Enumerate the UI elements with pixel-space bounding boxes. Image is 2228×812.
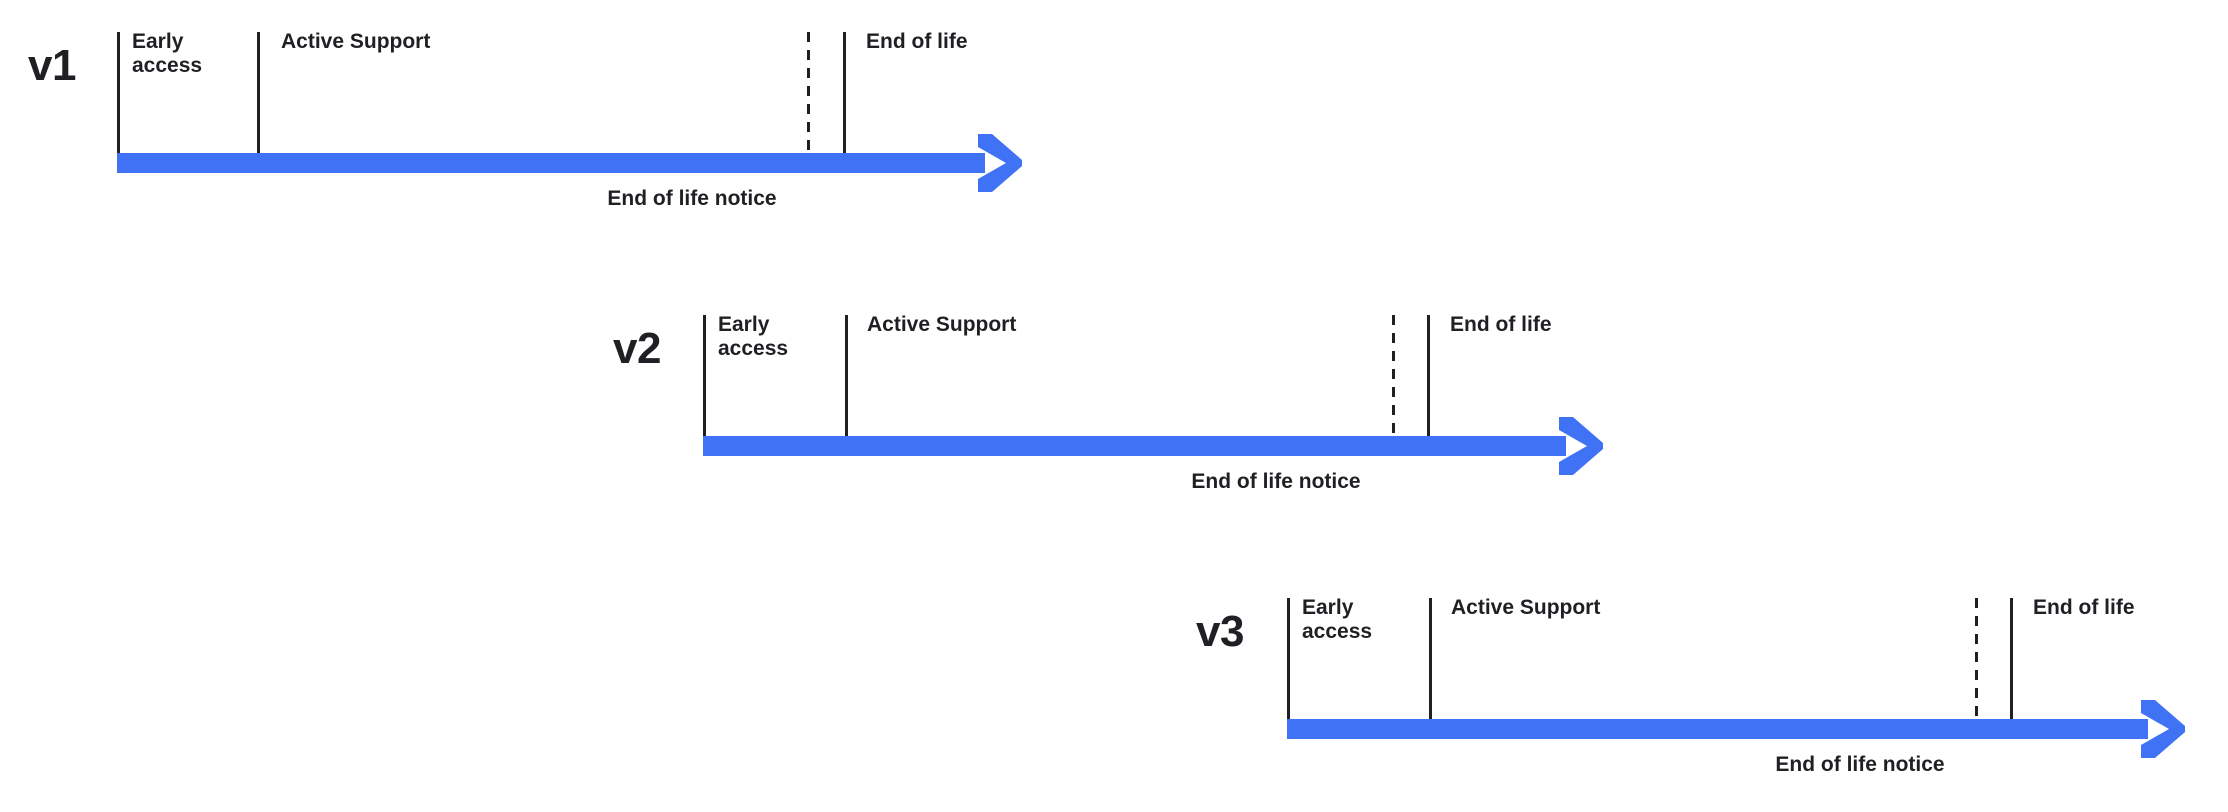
phase-divider-end-of-life bbox=[843, 32, 846, 153]
bar-caption-end-of-life-notice: End of life notice bbox=[607, 187, 777, 210]
phase-label-early-access: Early access bbox=[718, 313, 789, 360]
phase-label-end-of-life: End of life bbox=[866, 30, 968, 53]
phase-label-early-access: Early access bbox=[132, 30, 203, 77]
phase-divider-start bbox=[1287, 598, 1290, 719]
lifetime-bar bbox=[117, 153, 985, 173]
phase-divider-end-of-life bbox=[2010, 598, 2013, 719]
phase-divider-start bbox=[703, 315, 706, 436]
lifetime-bar bbox=[703, 436, 1566, 456]
end-of-life-notice-divider bbox=[1975, 598, 1978, 719]
phase-label-early-access: Early access bbox=[1302, 596, 1373, 643]
phase-divider-active-support bbox=[1429, 598, 1432, 719]
lifetime-bar bbox=[1287, 719, 2148, 739]
lifetime-arrow-icon bbox=[1559, 416, 1605, 476]
phase-divider-active-support bbox=[257, 32, 260, 153]
end-of-life-notice-divider bbox=[1392, 315, 1395, 436]
lifetime-arrow-icon bbox=[2141, 699, 2187, 759]
phase-divider-active-support bbox=[845, 315, 848, 436]
phase-label-end-of-life: End of life bbox=[2033, 596, 2135, 619]
timeline-row-v2: v2 Early access Active Support End of li… bbox=[0, 283, 2228, 492]
phase-divider-end-of-life bbox=[1427, 315, 1430, 436]
phase-label-active-support: Active Support bbox=[867, 313, 1017, 336]
timeline-row-v3: v3 Early access Active Support End of li… bbox=[0, 566, 2228, 775]
phase-label-active-support: Active Support bbox=[1451, 596, 1601, 619]
timeline-row-v1: v1 Early access Active Support End of li… bbox=[0, 0, 2228, 209]
phase-label-active-support: Active Support bbox=[281, 30, 431, 53]
version-label-v1: v1 bbox=[28, 41, 76, 90]
phase-label-end-of-life: End of life bbox=[1450, 313, 1552, 336]
phase-divider-start bbox=[117, 32, 120, 153]
bar-caption-end-of-life-notice: End of life notice bbox=[1775, 753, 1945, 776]
lifetime-arrow-icon bbox=[978, 133, 1024, 193]
bar-caption-end-of-life-notice: End of life notice bbox=[1191, 470, 1361, 493]
version-label-v3: v3 bbox=[1196, 607, 1244, 656]
end-of-life-notice-divider bbox=[807, 32, 810, 153]
version-label-v2: v2 bbox=[613, 324, 661, 373]
